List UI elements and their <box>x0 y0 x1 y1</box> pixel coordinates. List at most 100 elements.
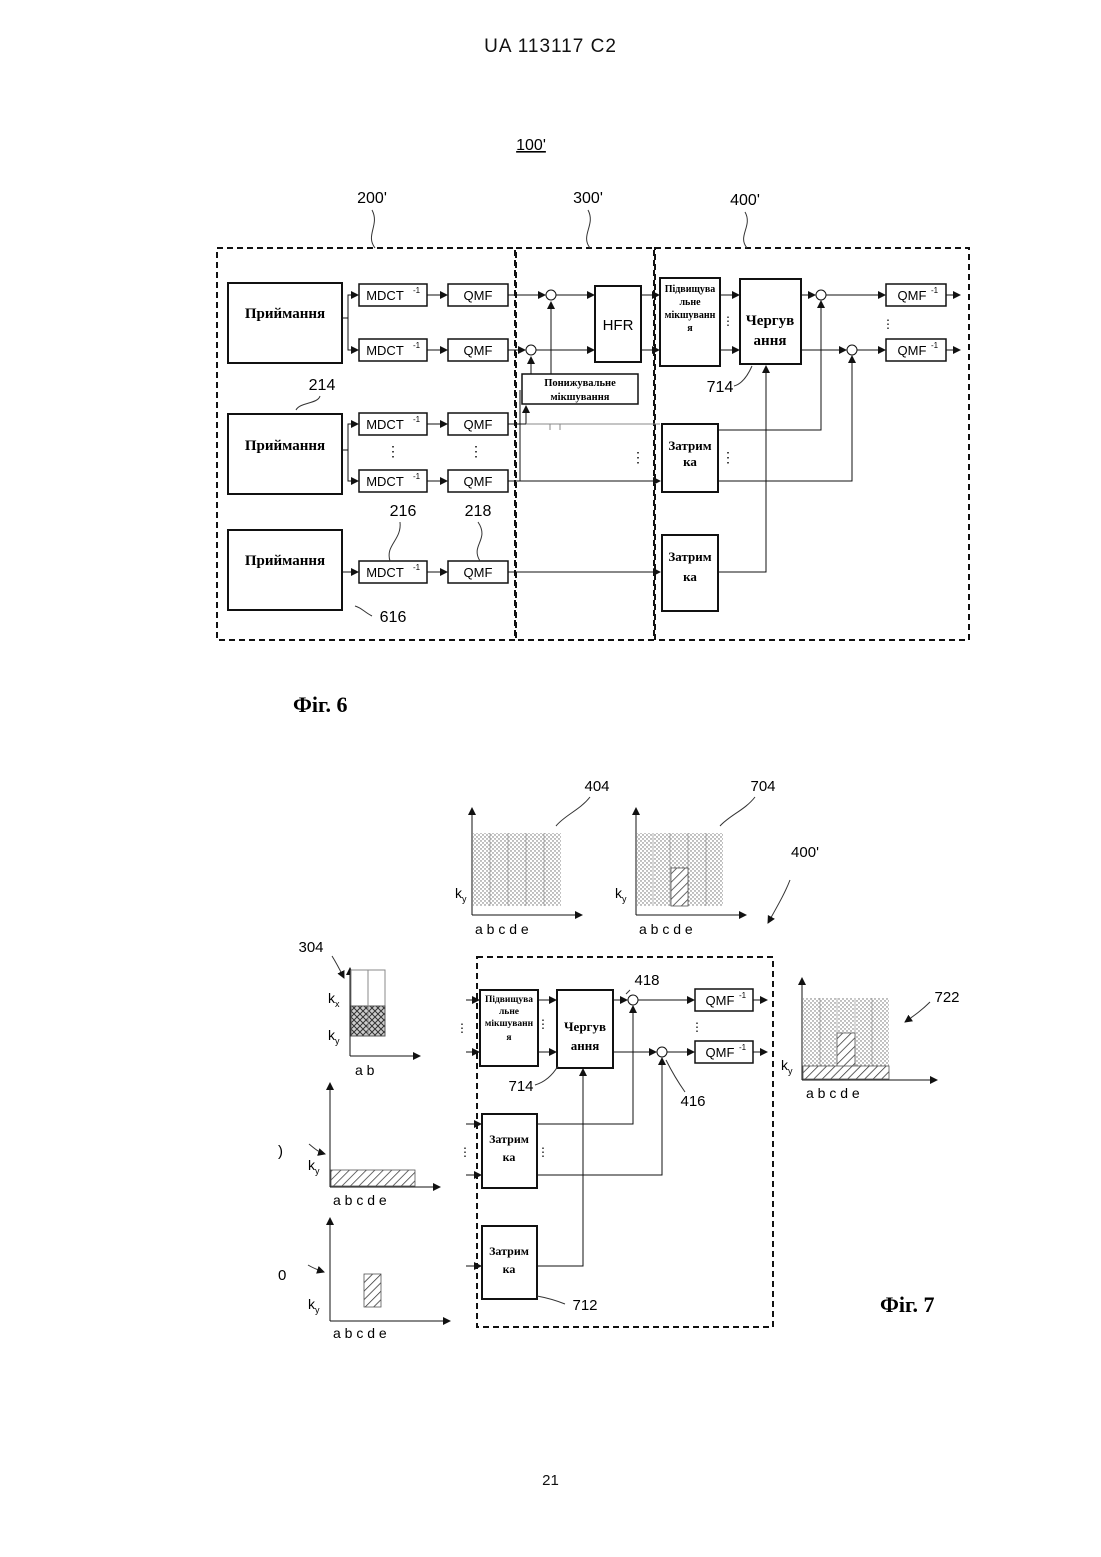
svg-text:мікшуванн: мікшуванн <box>665 310 716 321</box>
vdots: ⋮ <box>459 1145 471 1159</box>
vdots: ⋮ <box>386 443 400 459</box>
svg-text:QMF: QMF <box>464 474 493 489</box>
fig6-label-100: 100' <box>516 137 546 154</box>
svg-text:ky: ky <box>615 885 627 904</box>
svg-text:-1: -1 <box>413 341 421 350</box>
svg-text:QMF: QMF <box>464 417 493 432</box>
spectrum-722: 722 ky a b c d e <box>781 978 960 1101</box>
svg-text:-1: -1 <box>931 341 939 350</box>
fig6-diagram: 100' 200' 300' 400' Приймання Приймання … <box>217 137 969 640</box>
sum-node-416 <box>657 1047 667 1057</box>
svg-text:QMF: QMF <box>706 1045 735 1060</box>
svg-text:ky: ky <box>308 1296 320 1315</box>
vdots: ⋮ <box>469 443 483 459</box>
svg-text:Затрим: Затрим <box>668 549 711 564</box>
fig6-caption: Фіг. 6 <box>293 692 348 717</box>
label-300: 300' <box>573 190 603 207</box>
ref-714: 714 <box>707 379 734 396</box>
mdct-qmf-row-3: MDCT -1 QMF <box>359 413 508 435</box>
vdots: ⋮ <box>537 1017 549 1031</box>
ref-416: 416 <box>680 1093 705 1110</box>
svg-text:Підвищува: Підвищува <box>485 994 533 1005</box>
spectrum-left-bottom: 0 ky a b c d e <box>278 1218 450 1341</box>
svg-text:ky: ky <box>308 1157 320 1176</box>
ref-616: 616 <box>380 609 407 626</box>
ref-216: 216 <box>390 503 417 520</box>
svg-text:MDCT: MDCT <box>366 288 404 303</box>
svg-text:MDCT: MDCT <box>366 565 404 580</box>
svg-text:ка: ка <box>683 569 697 584</box>
svg-text:QMF: QMF <box>464 288 493 303</box>
svg-text:мікшування: мікшування <box>551 392 610 403</box>
svg-text:304: 304 <box>298 939 323 956</box>
mdct-qmf-row-1: MDCT -1 QMF <box>359 284 508 306</box>
svg-text:a b c d e: a b c d e <box>475 921 529 937</box>
svg-text:Чергув: Чергув <box>564 1019 606 1034</box>
receive-label: Приймання <box>245 306 325 322</box>
svg-text:-1: -1 <box>931 286 939 295</box>
vdots: ⋮ <box>691 1020 703 1034</box>
svg-text:HFR: HFR <box>603 317 634 334</box>
svg-text:мікшуванн: мікшуванн <box>485 1018 534 1029</box>
svg-text:MDCT: MDCT <box>366 417 404 432</box>
spectrum-704: 704 ky a b c d e <box>615 778 776 937</box>
svg-text:я: я <box>506 1033 511 1043</box>
svg-text:): ) <box>278 1143 283 1160</box>
svg-text:a b c d e: a b c d e <box>333 1325 387 1341</box>
svg-text:a b c d e: a b c d e <box>333 1192 387 1208</box>
svg-text:-1: -1 <box>413 286 421 295</box>
svg-text:-1: -1 <box>739 991 747 1000</box>
mdct-qmf-row-2: MDCT -1 QMF <box>359 339 508 361</box>
receive-label: Приймання <box>245 553 325 569</box>
svg-text:MDCT: MDCT <box>366 474 404 489</box>
leader-200 <box>371 210 375 248</box>
svg-text:QMF: QMF <box>898 288 927 303</box>
receive-block-3: Приймання <box>228 530 342 610</box>
svg-text:-1: -1 <box>413 415 421 424</box>
sum-node <box>546 290 556 300</box>
svg-text:a b: a b <box>355 1062 375 1078</box>
vdots: ⋮ <box>456 1021 468 1035</box>
label-200: 200' <box>357 190 387 207</box>
svg-text:ky: ky <box>328 1027 340 1046</box>
svg-text:льне: льне <box>499 1007 519 1017</box>
svg-text:404: 404 <box>584 778 609 795</box>
fig7-caption: Фіг. 7 <box>880 1292 935 1317</box>
svg-text:ка: ка <box>683 454 697 469</box>
svg-text:ання: ання <box>571 1038 600 1053</box>
receive-block-1: Приймання <box>228 283 342 363</box>
page-number: 21 <box>0 1472 1101 1489</box>
receive-block-2: Приймання <box>228 414 342 494</box>
svg-text:я: я <box>687 323 693 334</box>
svg-text:льне: льне <box>679 297 701 308</box>
svg-text:-1: -1 <box>739 1043 747 1052</box>
svg-text:ка: ка <box>503 1262 516 1276</box>
ref-712: 712 <box>572 1297 597 1314</box>
svg-text:704: 704 <box>750 778 775 795</box>
svg-text:QMF: QMF <box>464 343 493 358</box>
ref-714: 714 <box>508 1078 533 1095</box>
svg-text:-1: -1 <box>413 563 421 572</box>
ref-214: 214 <box>309 377 336 394</box>
vdots: ⋮ <box>631 449 645 465</box>
sum-node <box>816 290 826 300</box>
svg-text:ky: ky <box>455 885 467 904</box>
svg-text:QMF: QMF <box>706 993 735 1008</box>
svg-text:QMF: QMF <box>464 565 493 580</box>
ref-400: 400' <box>791 844 819 861</box>
sum-node-418 <box>628 995 638 1005</box>
svg-text:-1: -1 <box>413 472 421 481</box>
svg-text:a b c d e: a b c d e <box>639 921 693 937</box>
svg-text:ання: ання <box>754 333 787 349</box>
ref-418: 418 <box>634 972 659 989</box>
receive-label: Приймання <box>245 438 325 454</box>
vdots: ⋮ <box>721 449 735 465</box>
leader-400 <box>744 212 748 248</box>
vdots: ⋮ <box>882 317 894 331</box>
svg-text:QMF: QMF <box>898 343 927 358</box>
mdct-qmf-row-4: MDCT -1 QMF <box>359 470 508 492</box>
svg-text:MDCT: MDCT <box>366 343 404 358</box>
mdct-qmf-row-5: MDCT -1 QMF <box>359 561 508 583</box>
fig7-diagram: 404 ky a b c d e 704 ky a b c d e <box>278 778 960 1341</box>
